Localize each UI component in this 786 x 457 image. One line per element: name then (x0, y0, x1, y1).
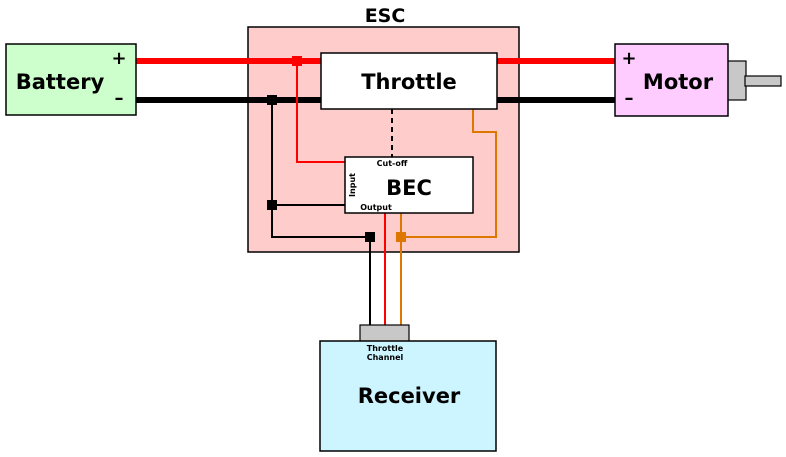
throttle-signal-wire (401, 107, 497, 238)
bec-cutoff-label: Cut-off (377, 159, 408, 168)
bec-output-label: Output (360, 203, 392, 212)
motor-plus-terminal: + (621, 48, 636, 69)
bec-ground-junction-dot (267, 200, 277, 210)
bec-input-label: Input (348, 173, 357, 197)
receiver-ground-junction-dot (365, 232, 375, 242)
battery-minus-terminal: – (115, 88, 124, 109)
bec-positive-input-wire (296, 61, 346, 163)
battery-box (5, 43, 137, 116)
throttle-label: Throttle (361, 70, 457, 94)
throttle-channel-label-line2: Channel (367, 353, 404, 362)
positive-junction-dot (292, 56, 302, 66)
ground-wire-bus (271, 100, 370, 238)
receiver-label: Receiver (358, 384, 461, 408)
throttle-channel-connector (359, 324, 410, 343)
negative-junction-dot (267, 95, 277, 105)
motor-label: Motor (643, 70, 714, 94)
motor-shaft (744, 75, 782, 87)
signal-junction-dot (396, 232, 406, 242)
throttle-box (320, 52, 498, 110)
motor-box (614, 43, 729, 117)
bec-label: BEC (386, 176, 432, 200)
battery-plus-terminal: + (111, 48, 126, 69)
motor-shaft-housing (726, 60, 747, 101)
battery-label: Battery (16, 70, 105, 94)
motor-minus-terminal: – (625, 88, 634, 109)
esc-label: ESC (365, 5, 406, 27)
receiver-box (319, 340, 497, 452)
throttle-channel-label-line1: Throttle (367, 344, 404, 353)
bec-box (344, 156, 474, 214)
